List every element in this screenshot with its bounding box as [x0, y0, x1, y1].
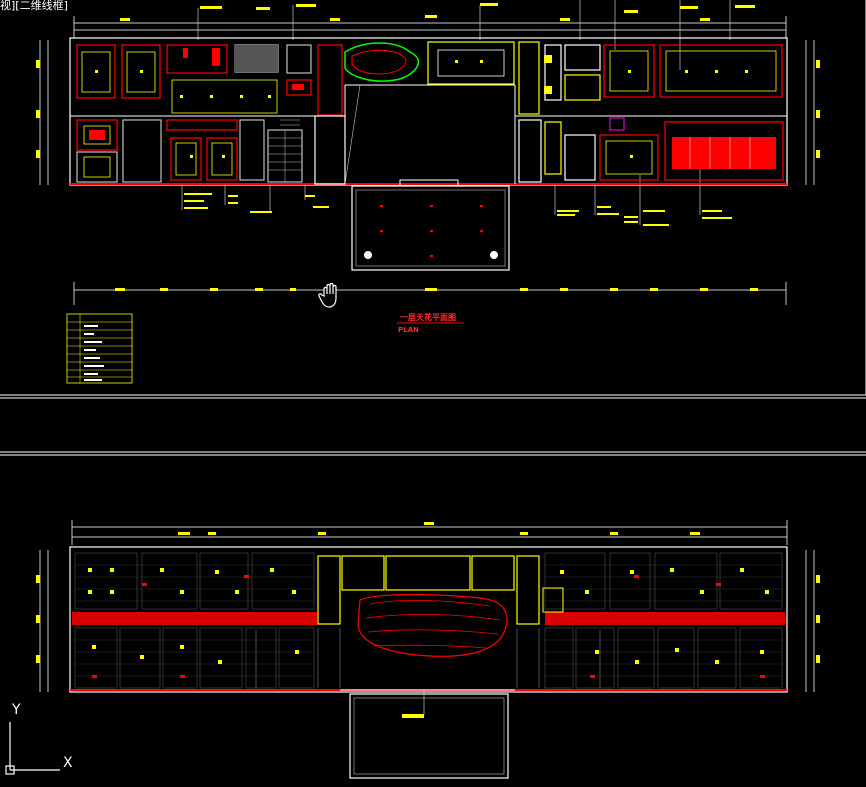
drawing-subtitle: PLAN — [398, 326, 419, 334]
ucs-y-label: Y — [12, 702, 21, 718]
lower-plan — [36, 520, 820, 779]
ucs-axes-icon — [5, 722, 60, 775]
viewport-separator — [0, 394, 866, 456]
hand-pan-icon — [318, 282, 337, 308]
upper-plan — [36, 0, 820, 384]
ucs-x-label: X — [63, 755, 73, 771]
drawing-title: 一层天花平面图 — [400, 313, 456, 322]
viewport-control-label[interactable]: 视][二维线框] — [0, 0, 68, 12]
